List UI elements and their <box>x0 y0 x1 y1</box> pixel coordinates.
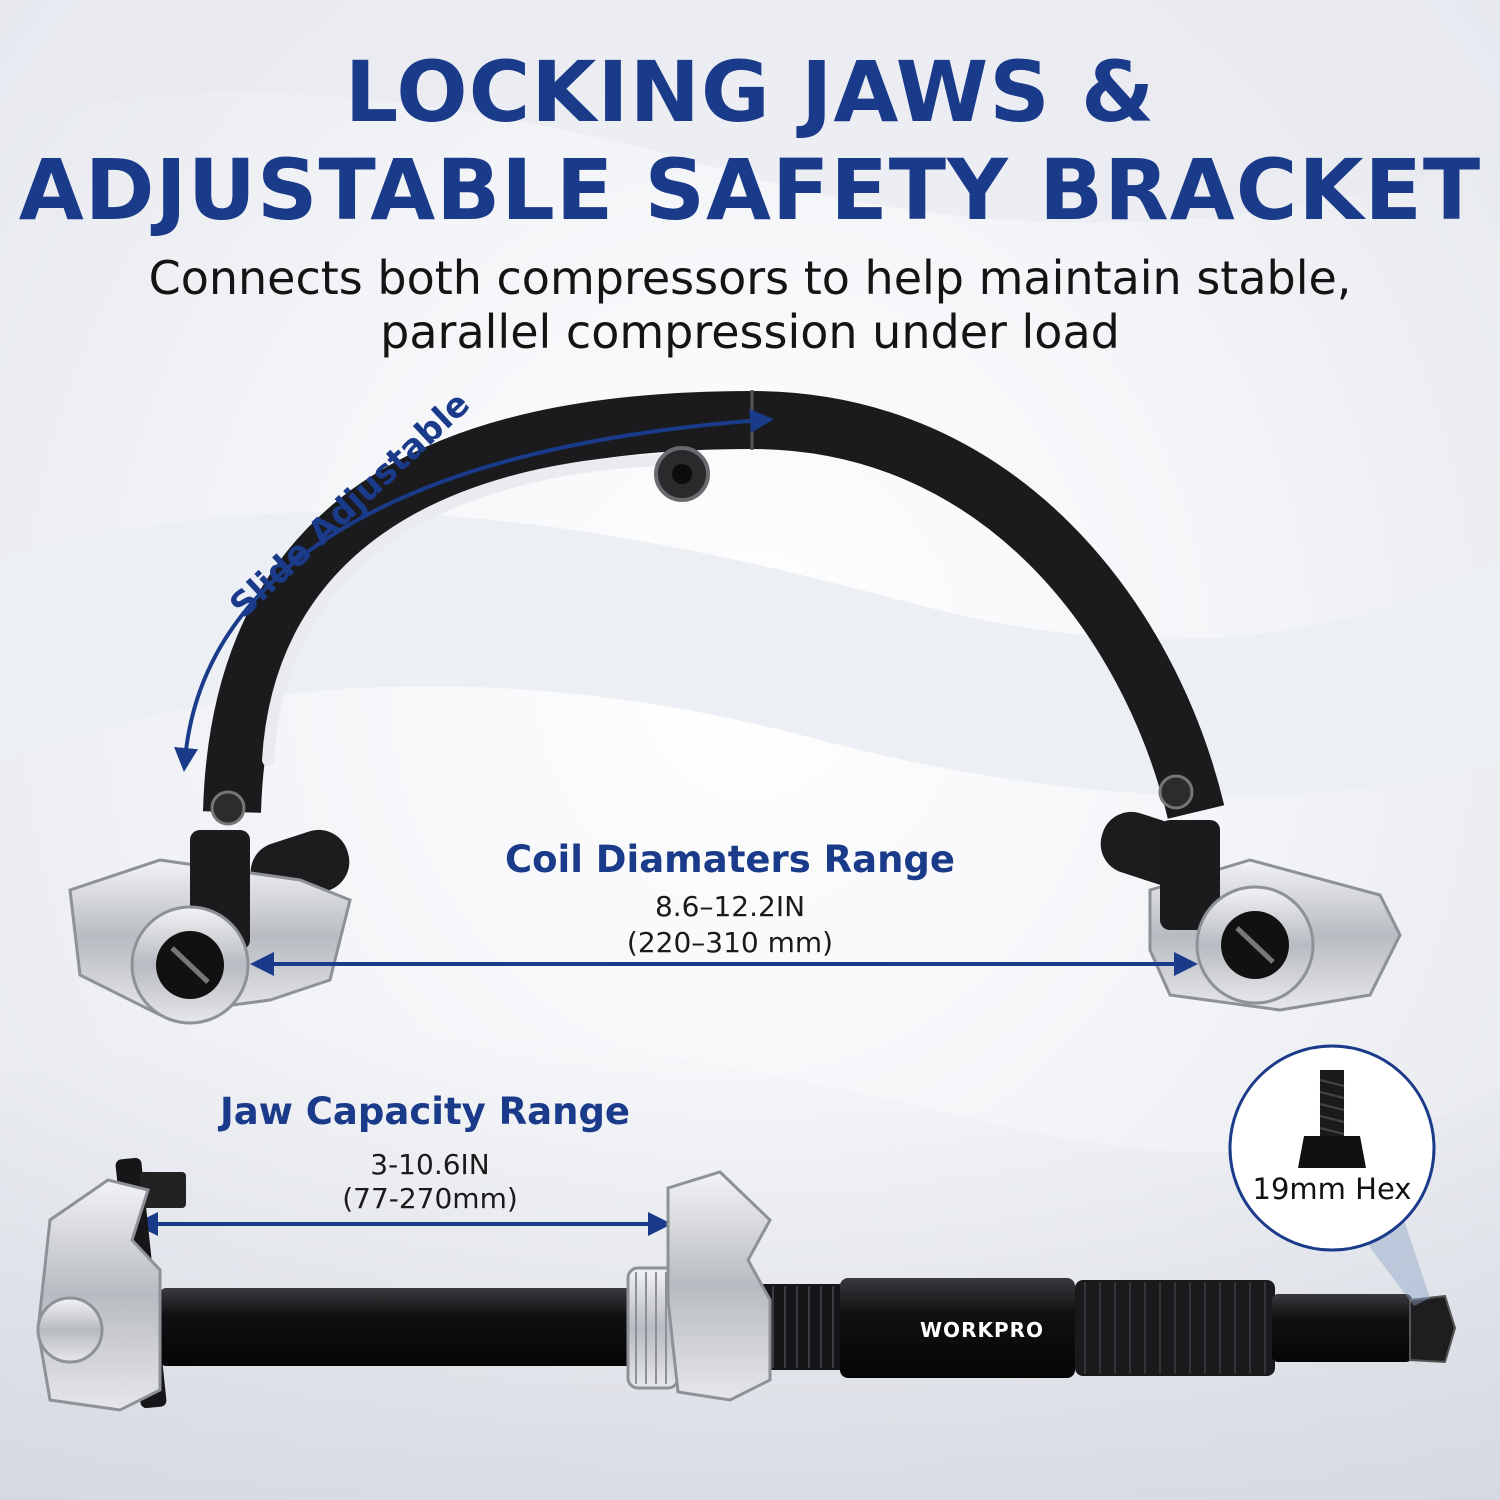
left-locking-jaw <box>68 829 352 1025</box>
subtitle-line-1: Connects both compressors to help mainta… <box>148 251 1352 305</box>
hex-size-label: 19mm Hex <box>1252 1172 1412 1206</box>
brand-logo-text: WORKPRO <box>920 1318 1045 1342</box>
sliding-jaw <box>626 1170 772 1402</box>
hex-detail-callout <box>1228 1044 1436 1306</box>
fixed-jaw <box>36 1157 186 1412</box>
coil-range-title: Coil Diamaters Range <box>504 838 956 881</box>
headline-line-2: ADJUSTABLE SAFETY BRACKET <box>18 141 1482 239</box>
slide-arrow <box>174 408 774 772</box>
right-locking-jaw <box>1100 811 1402 1012</box>
subtitle-line-2: parallel compression under load <box>380 305 1120 359</box>
headline-line-1: LOCKING JAWS & <box>344 43 1156 141</box>
hex-end <box>1409 1294 1457 1364</box>
handle-body <box>840 1278 1075 1378</box>
jaw-range-title: Jaw Capacity Range <box>219 1090 631 1133</box>
jaw-range-inches: 3-10.6IN <box>370 1148 490 1181</box>
jaw-range-mm: (77-270mm) <box>342 1182 518 1215</box>
hex-head <box>1298 1136 1366 1168</box>
coil-range-mm: (220–310 mm) <box>626 926 834 959</box>
coil-range-inches: 8.6–12.2IN <box>654 890 806 923</box>
compressor-rod <box>160 1278 1457 1378</box>
